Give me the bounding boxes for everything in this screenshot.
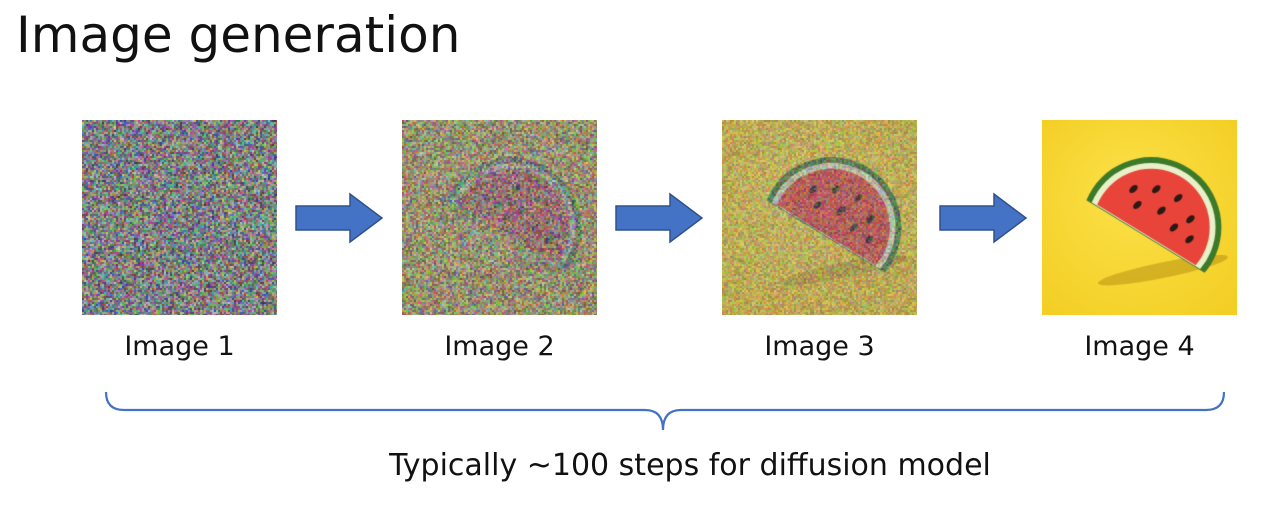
arrow-right-icon [939,192,1028,244]
image-4-watermelon [1042,120,1237,315]
image-1-label: Image 1 [124,331,235,362]
image-4-label: Image 4 [1084,331,1195,362]
image-3-label: Image 3 [764,331,875,362]
curly-brace [104,391,1226,431]
image-4-canvas [1042,120,1237,315]
image-2-label: Image 2 [444,331,555,362]
steps-note: Typically ~100 steps for diffusion model [389,448,991,483]
arrow-right-icon [615,192,704,244]
image-3-canvas [722,120,917,315]
image-2-canvas [402,120,597,315]
image-1-pure-noise [82,120,277,315]
image-3-partial-noise [722,120,917,315]
image-2-mostly-noise [402,120,597,315]
image-1-canvas [82,120,277,315]
page-title: Image generation [16,6,461,64]
arrow-right-icon [295,192,384,244]
